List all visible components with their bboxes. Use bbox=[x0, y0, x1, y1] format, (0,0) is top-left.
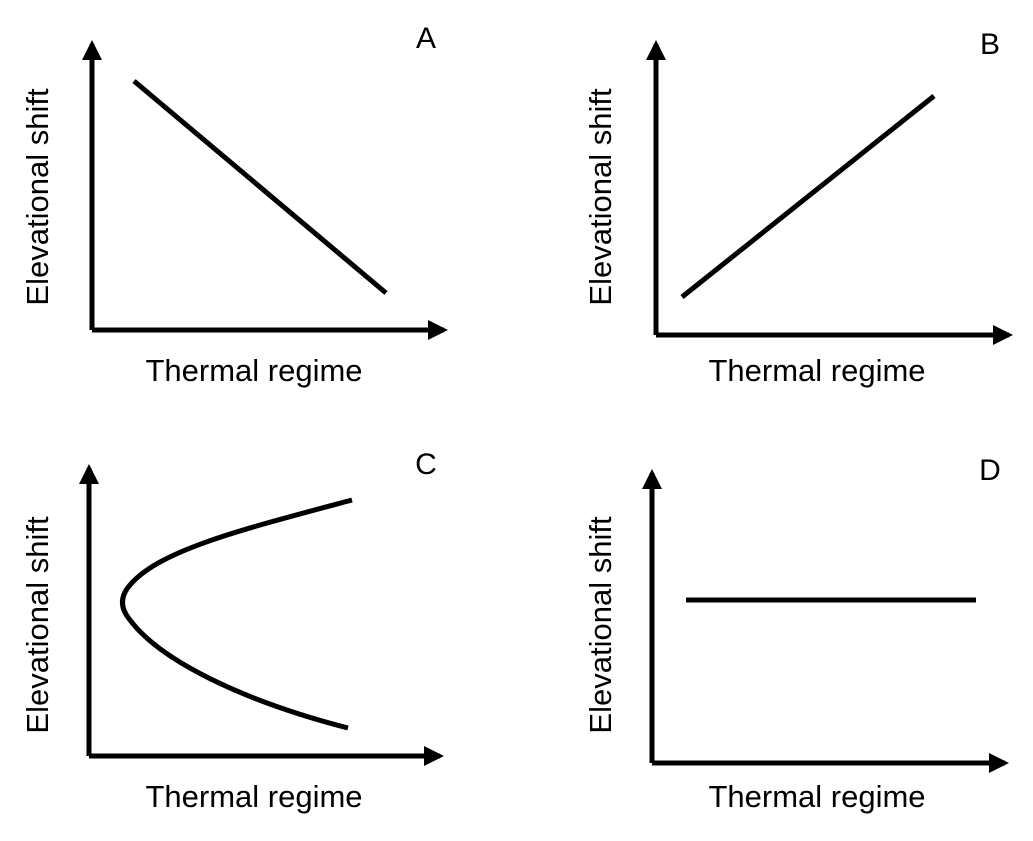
x-axis-label: Thermal regime bbox=[145, 779, 362, 814]
panel-letter: D bbox=[979, 454, 1001, 487]
y-axis-label: Elevational shift bbox=[20, 88, 55, 306]
panel-letter: B bbox=[980, 28, 1000, 61]
panel-letter: A bbox=[416, 22, 436, 55]
x-axis-label: Thermal regime bbox=[145, 353, 362, 388]
y-axis-label: Elevational shift bbox=[583, 88, 618, 306]
x-axis-label: Thermal regime bbox=[708, 353, 925, 388]
panel-a: A Elevational shift Thermal regime bbox=[20, 22, 448, 388]
y-axis-label: Elevational shift bbox=[20, 516, 55, 734]
y-axis-label: Elevational shift bbox=[583, 516, 618, 734]
trend-line-negative bbox=[132, 79, 388, 295]
panel-d: D Elevational shift Thermal regime bbox=[583, 454, 1009, 814]
panel-b: B Elevational shift Thermal regime bbox=[583, 28, 1013, 388]
trend-line-positive bbox=[680, 94, 936, 299]
panel-c: C Elevational shift Thermal regime bbox=[20, 448, 444, 814]
panel-letter: C bbox=[415, 448, 437, 481]
x-axis-label: Thermal regime bbox=[708, 779, 925, 814]
trend-curve-sideways-parabola bbox=[120, 497, 353, 731]
